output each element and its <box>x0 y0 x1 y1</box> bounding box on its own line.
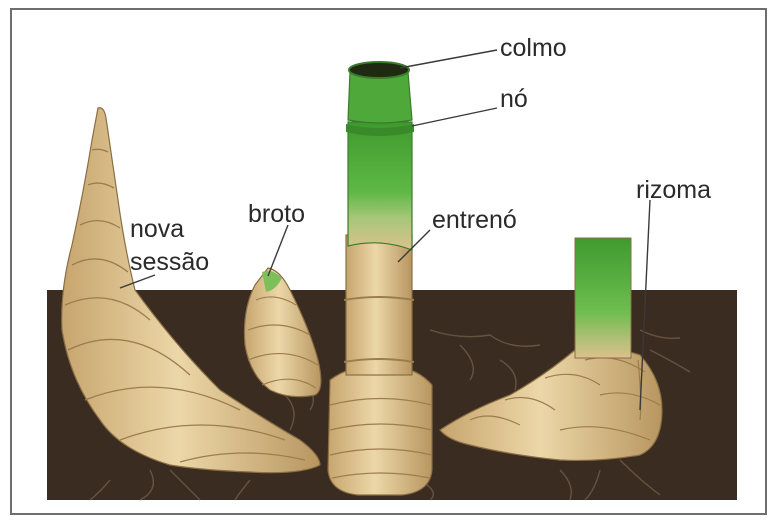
label-nova: nova <box>130 215 184 243</box>
leader-broto <box>268 225 288 276</box>
label-broto: broto <box>248 200 305 228</box>
label-no: nó <box>500 85 528 113</box>
label-sessao: sessão <box>130 248 209 276</box>
central-culm <box>328 62 432 495</box>
label-colmo: colmo <box>500 34 567 62</box>
leader-no <box>412 108 497 126</box>
label-entreno: entrenó <box>432 206 517 234</box>
label-rizoma: rizoma <box>636 176 711 204</box>
leader-colmo <box>400 50 497 68</box>
